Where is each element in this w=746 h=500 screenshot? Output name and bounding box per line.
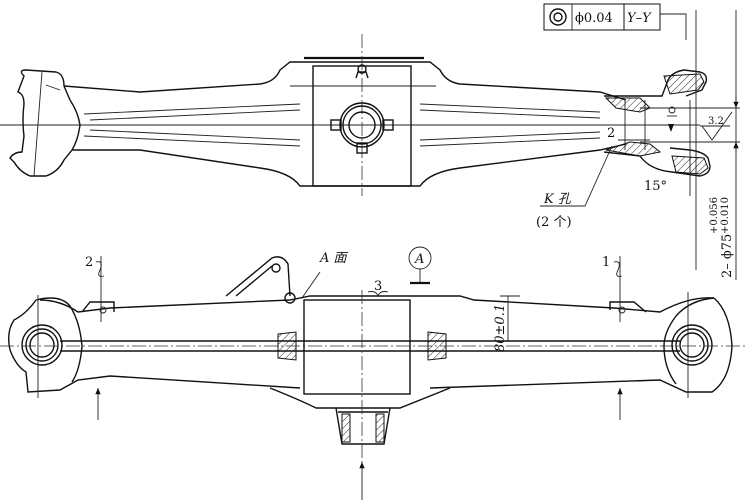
datum-label: A [414,252,424,267]
tolerance-value: ϕ0.04 [575,11,613,26]
diameter-dimension: 2– ϕ75 [720,234,735,278]
clamp-label: 3 [374,279,382,294]
height-dimension: 80±0.1 [493,304,508,352]
hole-count: (2 个) [536,215,572,230]
angle-label: 15° [644,179,667,194]
support-left-label: 2 [85,255,93,270]
datum-ref: Y–Y [627,11,652,26]
top-view: 2 15° 3.2 K 孔 (2 个) 2– ϕ75 +0.056 +0.010 [0,10,740,280]
tolerance-upper: +0.056 [709,197,720,234]
roughness-value: 3.2 [708,116,724,127]
concentricity-icon [549,8,567,26]
tolerance-lower: +0.010 [720,197,731,234]
support-right-label: 1 [602,255,610,270]
feature-control-frame: ϕ0.04 Y–Y [543,3,687,40]
surface-label: A 面 [319,251,349,266]
hole-label: K 孔 [543,192,572,207]
front-view: A 面 A 3 2 1 80±0.1 [0,246,746,500]
section-number: 2 [607,126,615,141]
